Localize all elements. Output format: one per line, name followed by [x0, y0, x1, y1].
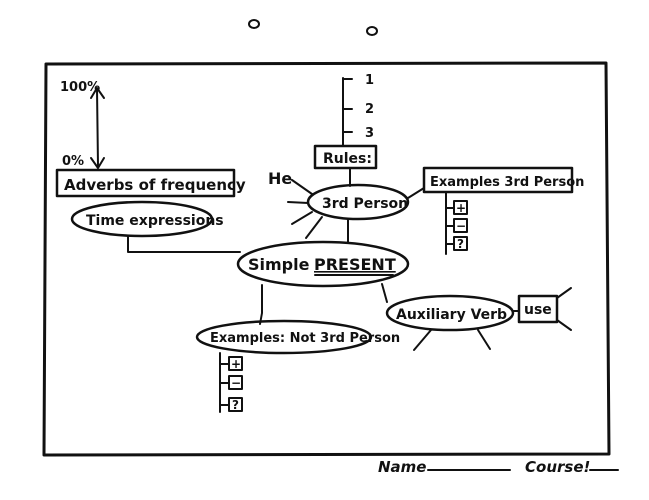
examples-third-minus: − — [456, 219, 466, 233]
rules-label: Rules: — [323, 151, 372, 167]
examples-not-third-label: Examples: Not 3rd Person — [210, 331, 400, 346]
minus-box — [228, 375, 243, 390]
use-rays — [556, 287, 572, 331]
frequency-arrow — [90, 87, 105, 169]
question-box — [228, 397, 243, 412]
center-to-examples-connector — [259, 284, 263, 325]
rules-bracket — [342, 77, 353, 147]
use-label: use — [524, 302, 552, 318]
name-label: Name — [378, 458, 426, 476]
center-prefix: Simple — [248, 255, 310, 274]
course-label: Course! — [525, 458, 590, 476]
center-main: PRESENT — [314, 255, 396, 274]
question-box — [453, 236, 468, 251]
time-expressions-label: Time expressions — [86, 213, 224, 229]
binder-hole-left — [248, 19, 260, 29]
examples-third-label: Examples 3rd Person — [430, 175, 584, 190]
frequency-top-label: 100% — [60, 80, 100, 95]
center-to-auxiliary-connector — [381, 283, 388, 303]
auxiliary-verb-label: Auxiliary Verb — [396, 307, 507, 323]
rules-box — [313, 144, 378, 170]
third-person-rays — [287, 179, 425, 239]
adverbs-box — [55, 168, 236, 198]
examples-third-box — [422, 166, 574, 194]
page-frame — [42, 61, 611, 457]
plus-box — [228, 356, 243, 371]
time-expressions-node — [70, 200, 214, 238]
binder-hole-right — [366, 26, 378, 36]
examples-not-third-signs — [219, 352, 243, 413]
examples-not-third-question: ? — [232, 398, 239, 412]
third-person-label: 3rd Person — [322, 196, 408, 212]
rules-item-2: 2 — [365, 102, 374, 117]
examples-not-third-minus: − — [231, 376, 241, 390]
examples-not-third-plus: + — [231, 357, 241, 371]
adverbs-label: Adverbs of frequency — [64, 176, 246, 194]
examples-third-plus: + — [456, 201, 466, 215]
center-node — [236, 240, 410, 288]
examples-third-question: ? — [457, 237, 464, 251]
plus-box — [453, 200, 468, 215]
frequency-bottom-label: 0% — [62, 154, 84, 169]
rules-item-3: 3 — [365, 126, 374, 141]
use-box — [517, 294, 559, 324]
time-connector — [127, 235, 241, 253]
minus-box — [453, 218, 468, 233]
examples-not-third-node — [195, 319, 373, 355]
examples-third-signs — [445, 191, 468, 255]
auxiliary-verb-node — [385, 294, 515, 332]
he-label: He — [268, 169, 292, 188]
rules-item-1: 1 — [365, 73, 374, 88]
